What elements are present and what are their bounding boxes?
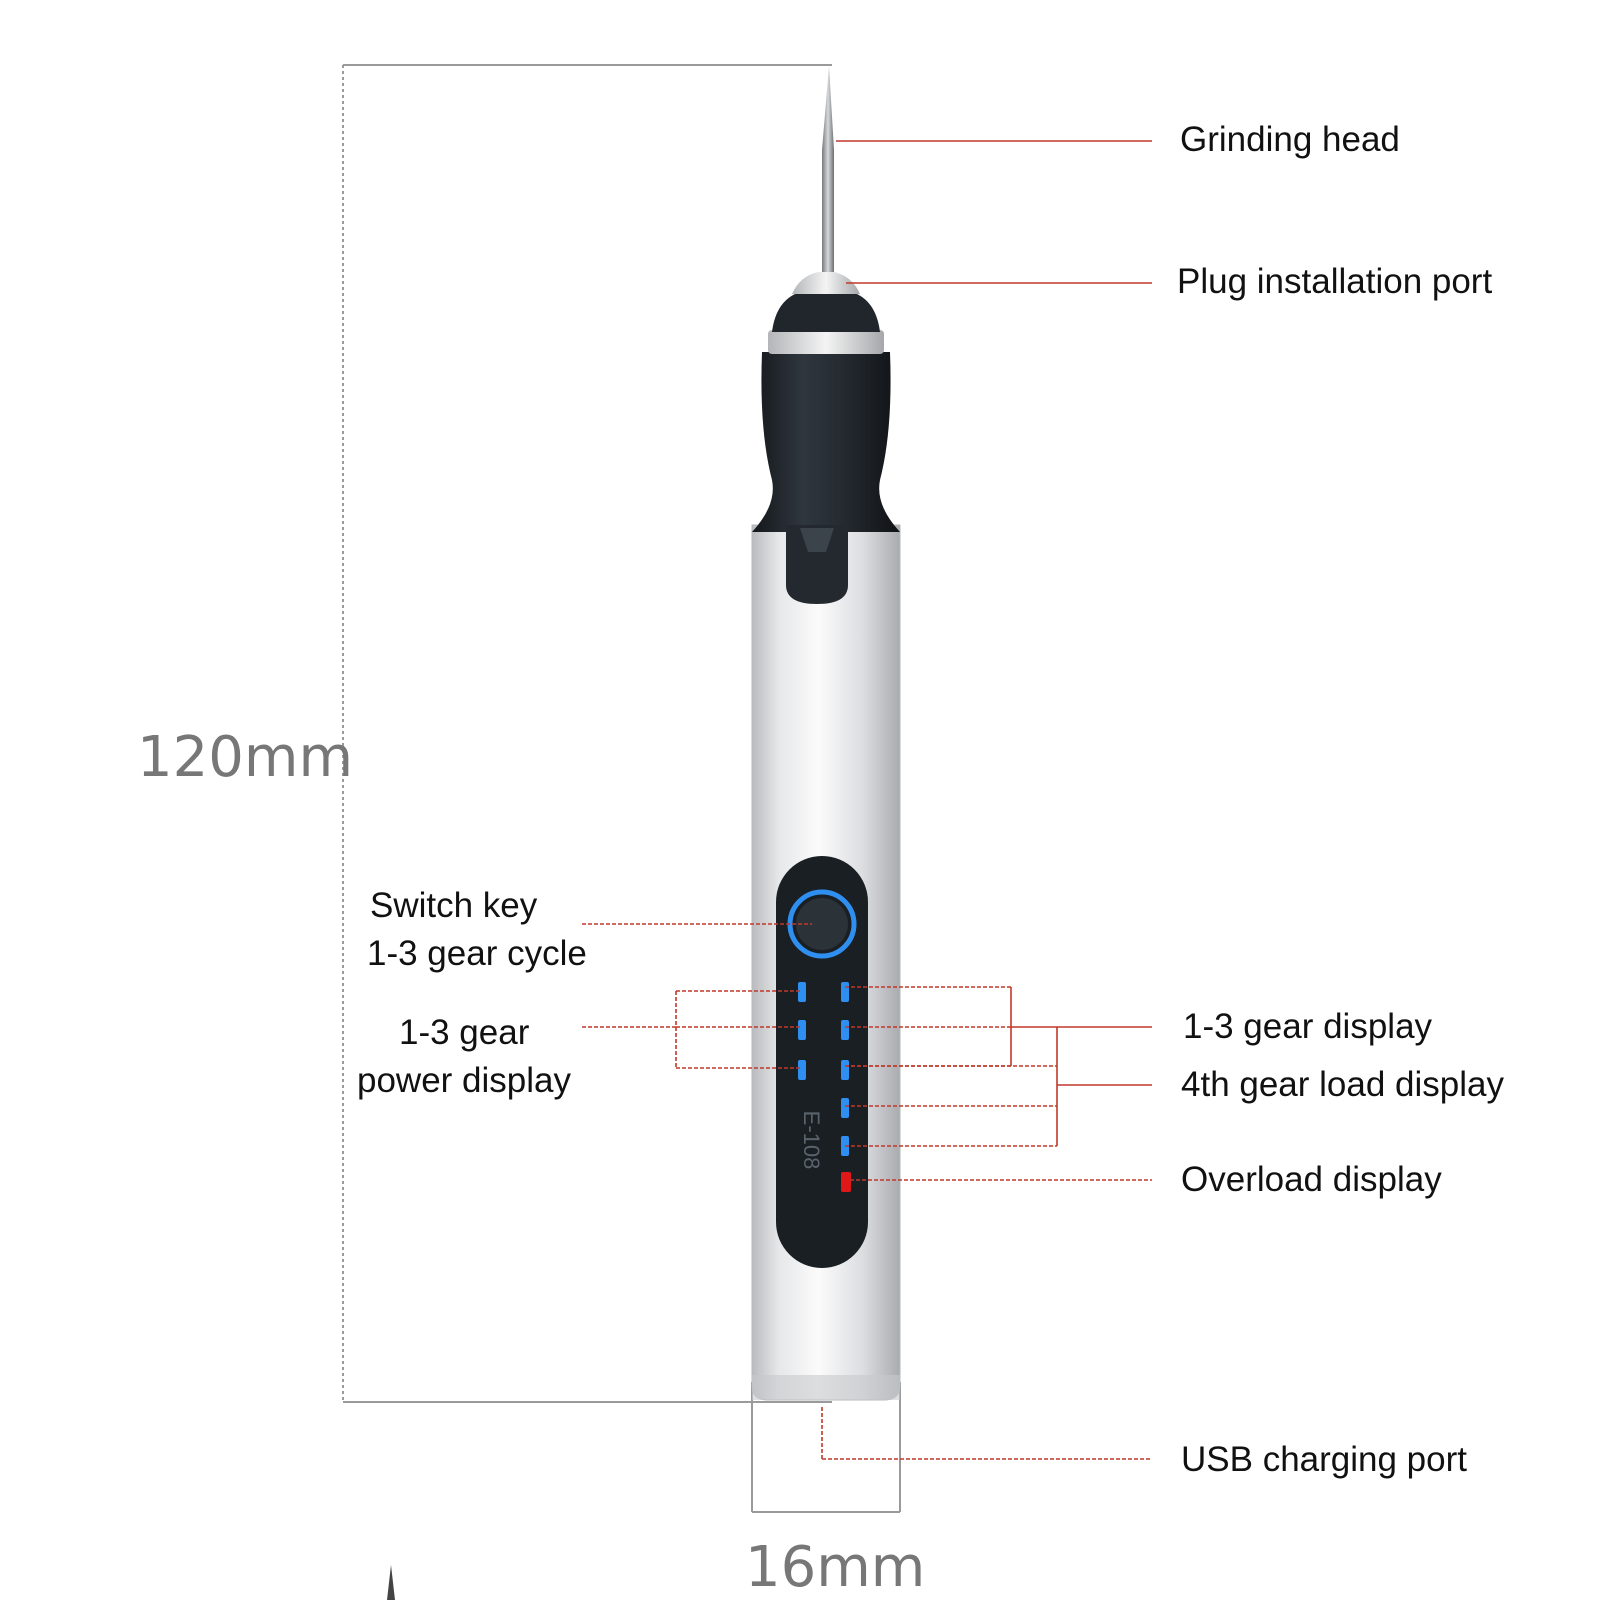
plug-port-label: Plug installation port	[1177, 262, 1493, 301]
led-right-1	[841, 982, 849, 1002]
grinding-head-label: Grinding head	[1180, 120, 1400, 159]
led-indicators	[798, 982, 851, 1192]
led-left-2	[798, 1020, 806, 1040]
led-right-2	[841, 1020, 849, 1040]
grinding-tip	[822, 66, 834, 272]
switch-key-button[interactable]	[796, 898, 848, 950]
partial-tool-tip	[387, 1565, 395, 1600]
switch-key-title: Switch key	[370, 886, 538, 925]
led-left-3	[798, 1060, 806, 1080]
load-display-leader	[845, 1027, 1058, 1147]
width-dimension-label: 16mm	[745, 1535, 926, 1600]
grip-section	[752, 352, 900, 532]
leader-lines	[582, 140, 1152, 1460]
grip-notch-highlight	[800, 528, 834, 552]
model-label: E-108	[799, 1111, 824, 1170]
led-overload	[841, 1172, 851, 1192]
power-display-subtitle: power display	[357, 1061, 571, 1100]
height-dimension-label: 120mm	[137, 725, 353, 790]
power-display-leader	[582, 990, 802, 1069]
chuck-nose	[792, 272, 860, 294]
width-dimension-frame	[751, 1382, 901, 1513]
power-display-title: 1-3 gear	[399, 1013, 530, 1052]
head-cap	[772, 292, 880, 332]
load-display-label: 4th gear load display	[1181, 1065, 1504, 1104]
switch-key-subtitle: 1-3 gear cycle	[367, 934, 587, 973]
grip-notch	[786, 525, 848, 604]
usb-port-label: USB charging port	[1181, 1440, 1467, 1479]
led-right-4	[841, 1098, 849, 1118]
height-dimension-frame	[342, 64, 832, 1403]
pen-base-cap	[752, 1375, 900, 1400]
switch-key-label: Switch key 1-3 gear cycle	[367, 882, 587, 978]
usb-port-leader	[821, 1407, 1152, 1460]
collar-ring	[768, 330, 884, 354]
control-panel	[776, 856, 868, 1268]
gear-display-label: 1-3 gear display	[1183, 1007, 1433, 1046]
power-display-label: 1-3 gear power display	[357, 1009, 571, 1105]
led-left-1	[798, 982, 806, 1002]
led-right-3	[841, 1060, 849, 1080]
overload-display-label: Overload display	[1181, 1160, 1442, 1199]
